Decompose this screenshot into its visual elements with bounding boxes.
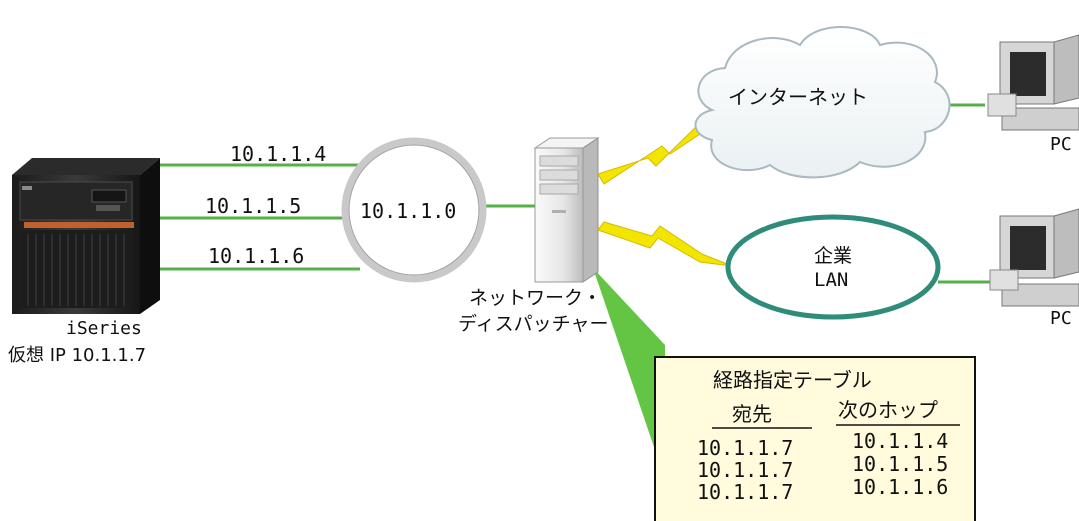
lan-label-line2: LAN <box>814 269 848 291</box>
internet-label: インターネット <box>728 85 868 109</box>
interface-ip-1: 10.1.1.4 <box>230 142 326 166</box>
row-3-next-hop: 10.1.1.6 <box>852 475 948 499</box>
dispatcher-server <box>533 137 600 283</box>
routing-table-title: 経路指定テーブル <box>713 368 872 392</box>
row-2-next-hop: 10.1.1.5 <box>852 452 948 476</box>
interface-ip-2: 10.1.1.5 <box>205 194 301 218</box>
dispatcher-label-line2: ディスパッチャー <box>458 313 608 335</box>
network-address: 10.1.1.0 <box>360 199 456 223</box>
row-1-next-hop: 10.1.1.4 <box>852 429 948 453</box>
routing-table-box <box>654 356 976 521</box>
lan-label-line1: 企業 <box>814 245 852 267</box>
pc-label-internet: PC <box>1050 134 1072 155</box>
corporate-lan <box>725 214 941 320</box>
column-next-hop: 次のホップ <box>838 398 938 422</box>
routing-beam <box>593 268 665 450</box>
interface-ip-3: 10.1.1.6 <box>208 244 304 268</box>
iseries-server <box>12 158 160 314</box>
lightning-bolt-lan <box>597 221 733 267</box>
pc-label-lan: PC <box>1050 308 1072 329</box>
server-name: iSeries <box>66 318 142 339</box>
dispatcher-label-line1: ネットワーク・ <box>469 287 602 309</box>
network-ring-inner-edge <box>348 144 480 276</box>
column-destination: 宛先 <box>732 402 772 426</box>
internet-cloud <box>694 26 951 179</box>
pc-internet <box>987 34 1079 131</box>
row-3-destination: 10.1.1.7 <box>697 480 793 504</box>
pc-lan <box>989 208 1079 307</box>
server-virtual-ip: 仮想 IP 10.1.1.7 <box>8 345 146 366</box>
row-2-destination: 10.1.1.7 <box>697 458 793 482</box>
row-1-destination: 10.1.1.7 <box>697 436 793 460</box>
network-ring <box>341 137 487 283</box>
